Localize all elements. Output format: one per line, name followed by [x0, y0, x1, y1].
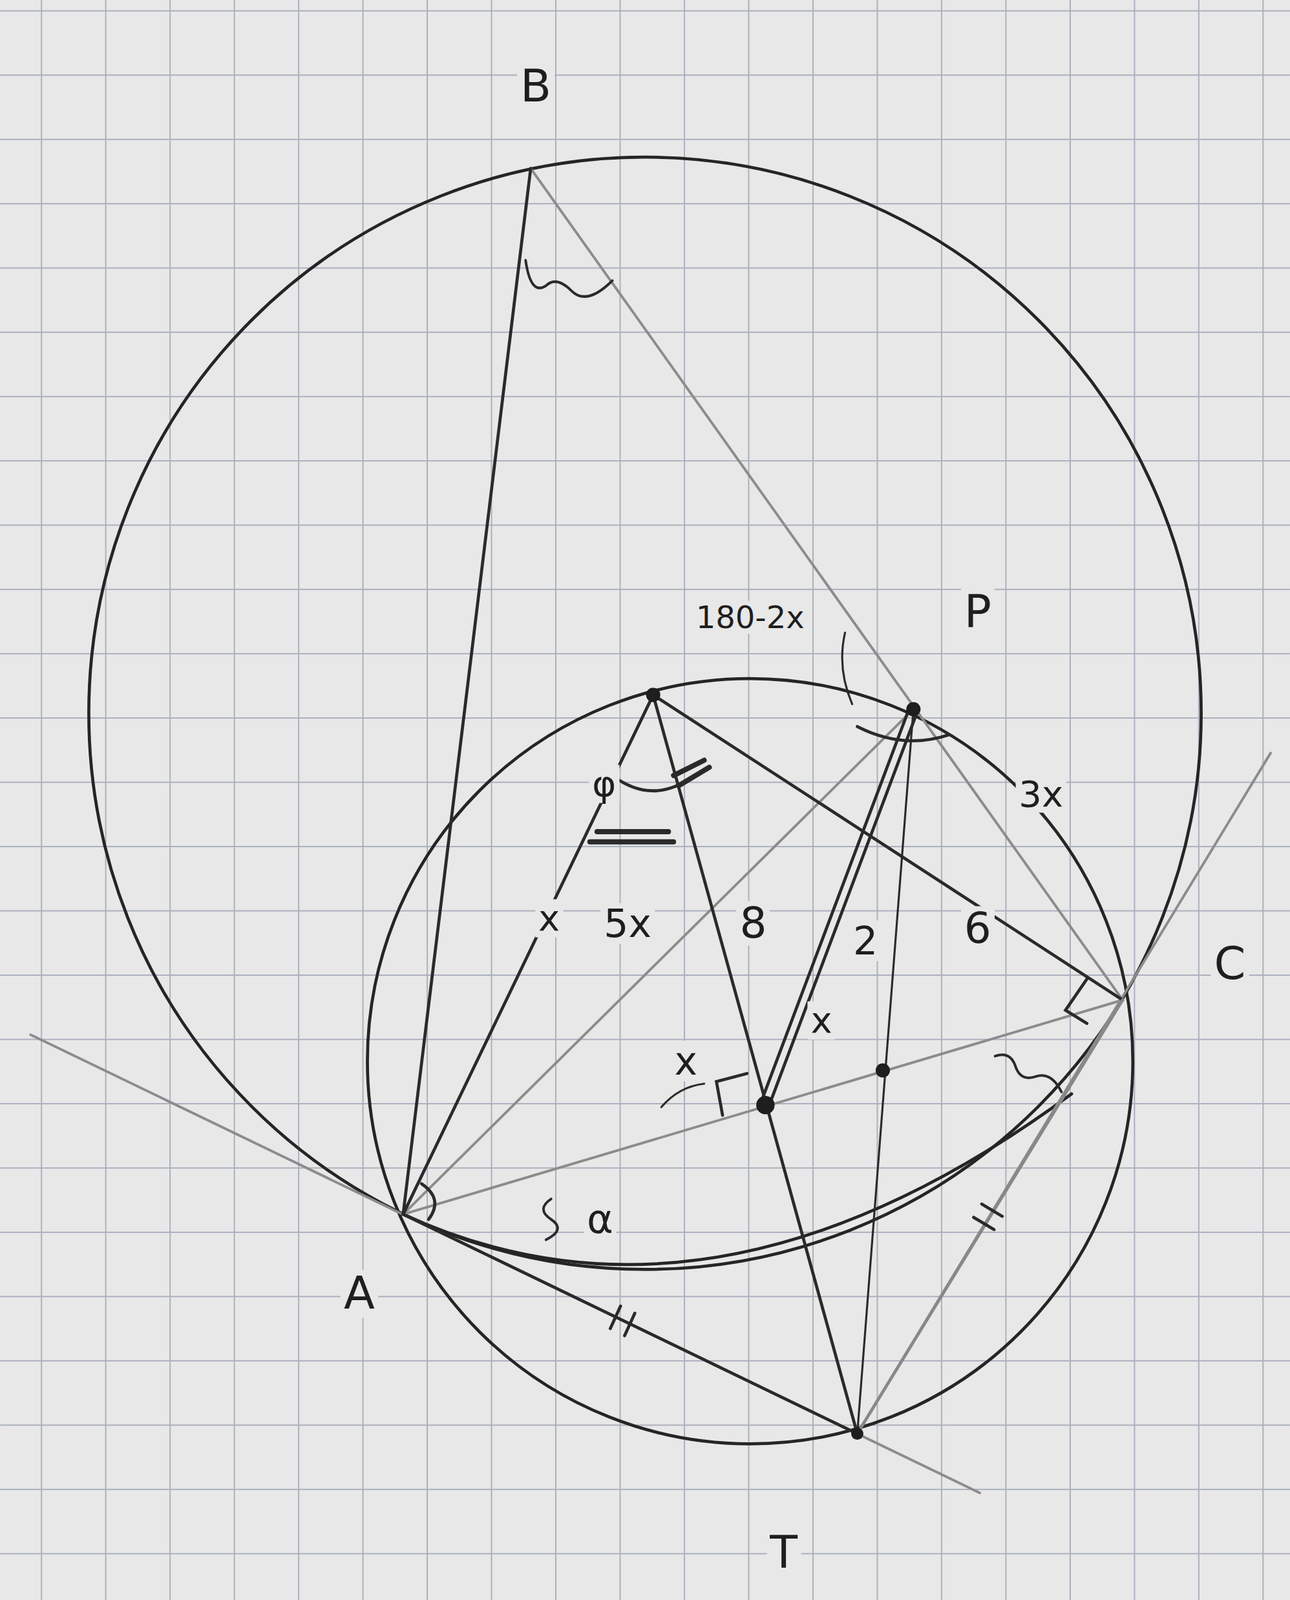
tick-mark: [610, 1306, 621, 1329]
right-angle: [716, 1073, 748, 1116]
length-label: 5x: [600, 903, 655, 945]
length-label: 2: [849, 920, 881, 962]
lower-arc: [403, 1094, 1072, 1265]
segment: [653, 694, 858, 1434]
segment: [856, 1000, 1123, 1435]
angle-arc: [421, 1184, 435, 1220]
point-label: A: [340, 1270, 379, 1319]
small-circle: [367, 678, 1133, 1444]
double-segment: [760, 708, 910, 1105]
point-label: P: [961, 588, 995, 637]
angle-squiggle: [995, 1054, 1062, 1092]
point-label: T: [766, 1529, 801, 1578]
angle-squiggle: [543, 1198, 558, 1240]
point-dot: [906, 701, 921, 717]
angle-label: x: [670, 1041, 701, 1082]
point-dot: [756, 1096, 775, 1115]
leader-line: [842, 632, 852, 705]
tick-mark: [624, 1313, 635, 1336]
chord-line: [403, 708, 914, 1215]
point-dot: [646, 687, 661, 702]
segment: [653, 694, 1123, 1000]
point-dot: [875, 1063, 890, 1078]
big-circle: [88, 157, 1201, 1270]
tick-mark: [973, 1217, 994, 1230]
tick-mark: [981, 1204, 1003, 1217]
tangent-line: [856, 752, 1271, 1434]
angle-label: x: [807, 1001, 836, 1040]
length-label: x: [535, 899, 563, 938]
angle-label: α: [583, 1198, 617, 1241]
segment: [403, 1214, 858, 1435]
point-dot: [851, 1427, 864, 1440]
angle-squiggle: [525, 260, 613, 297]
side-line: [403, 168, 531, 1216]
angle-hatch: [590, 831, 674, 843]
length-label: 6: [961, 906, 995, 951]
segment: [856, 708, 914, 1434]
angle-label: φ: [588, 764, 620, 803]
angle-label: 180-2x: [692, 601, 808, 634]
angle-arc: [856, 726, 949, 741]
tangent-line: [30, 1034, 980, 1493]
segment: [403, 694, 654, 1215]
double-segment: [768, 711, 918, 1108]
right-angle: [1065, 977, 1089, 1024]
side-line: [530, 168, 1123, 1001]
length-label: 8: [736, 900, 770, 946]
point-label: B: [517, 62, 555, 111]
leader-line: [661, 1083, 704, 1108]
angle-hatch: [673, 760, 709, 786]
point-label: C: [1210, 941, 1249, 989]
length-label: 3x: [1015, 774, 1067, 814]
